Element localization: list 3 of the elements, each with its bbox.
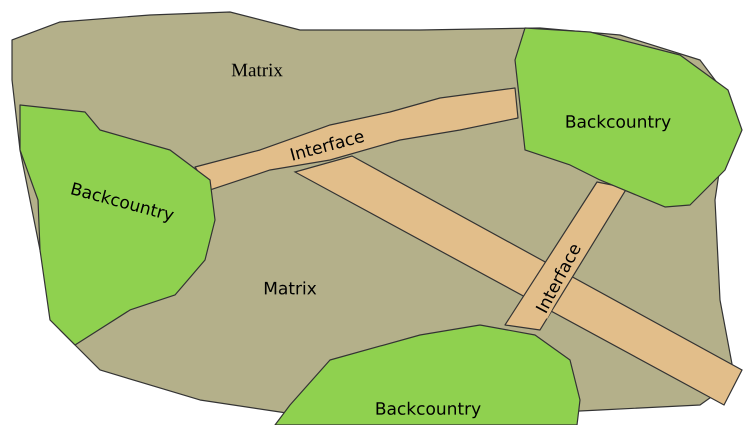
backcountry-patch: Backcountry <box>274 324 581 425</box>
node-label: Interface <box>290 133 364 161</box>
backcountry-patch: Backcountry <box>514 27 743 208</box>
